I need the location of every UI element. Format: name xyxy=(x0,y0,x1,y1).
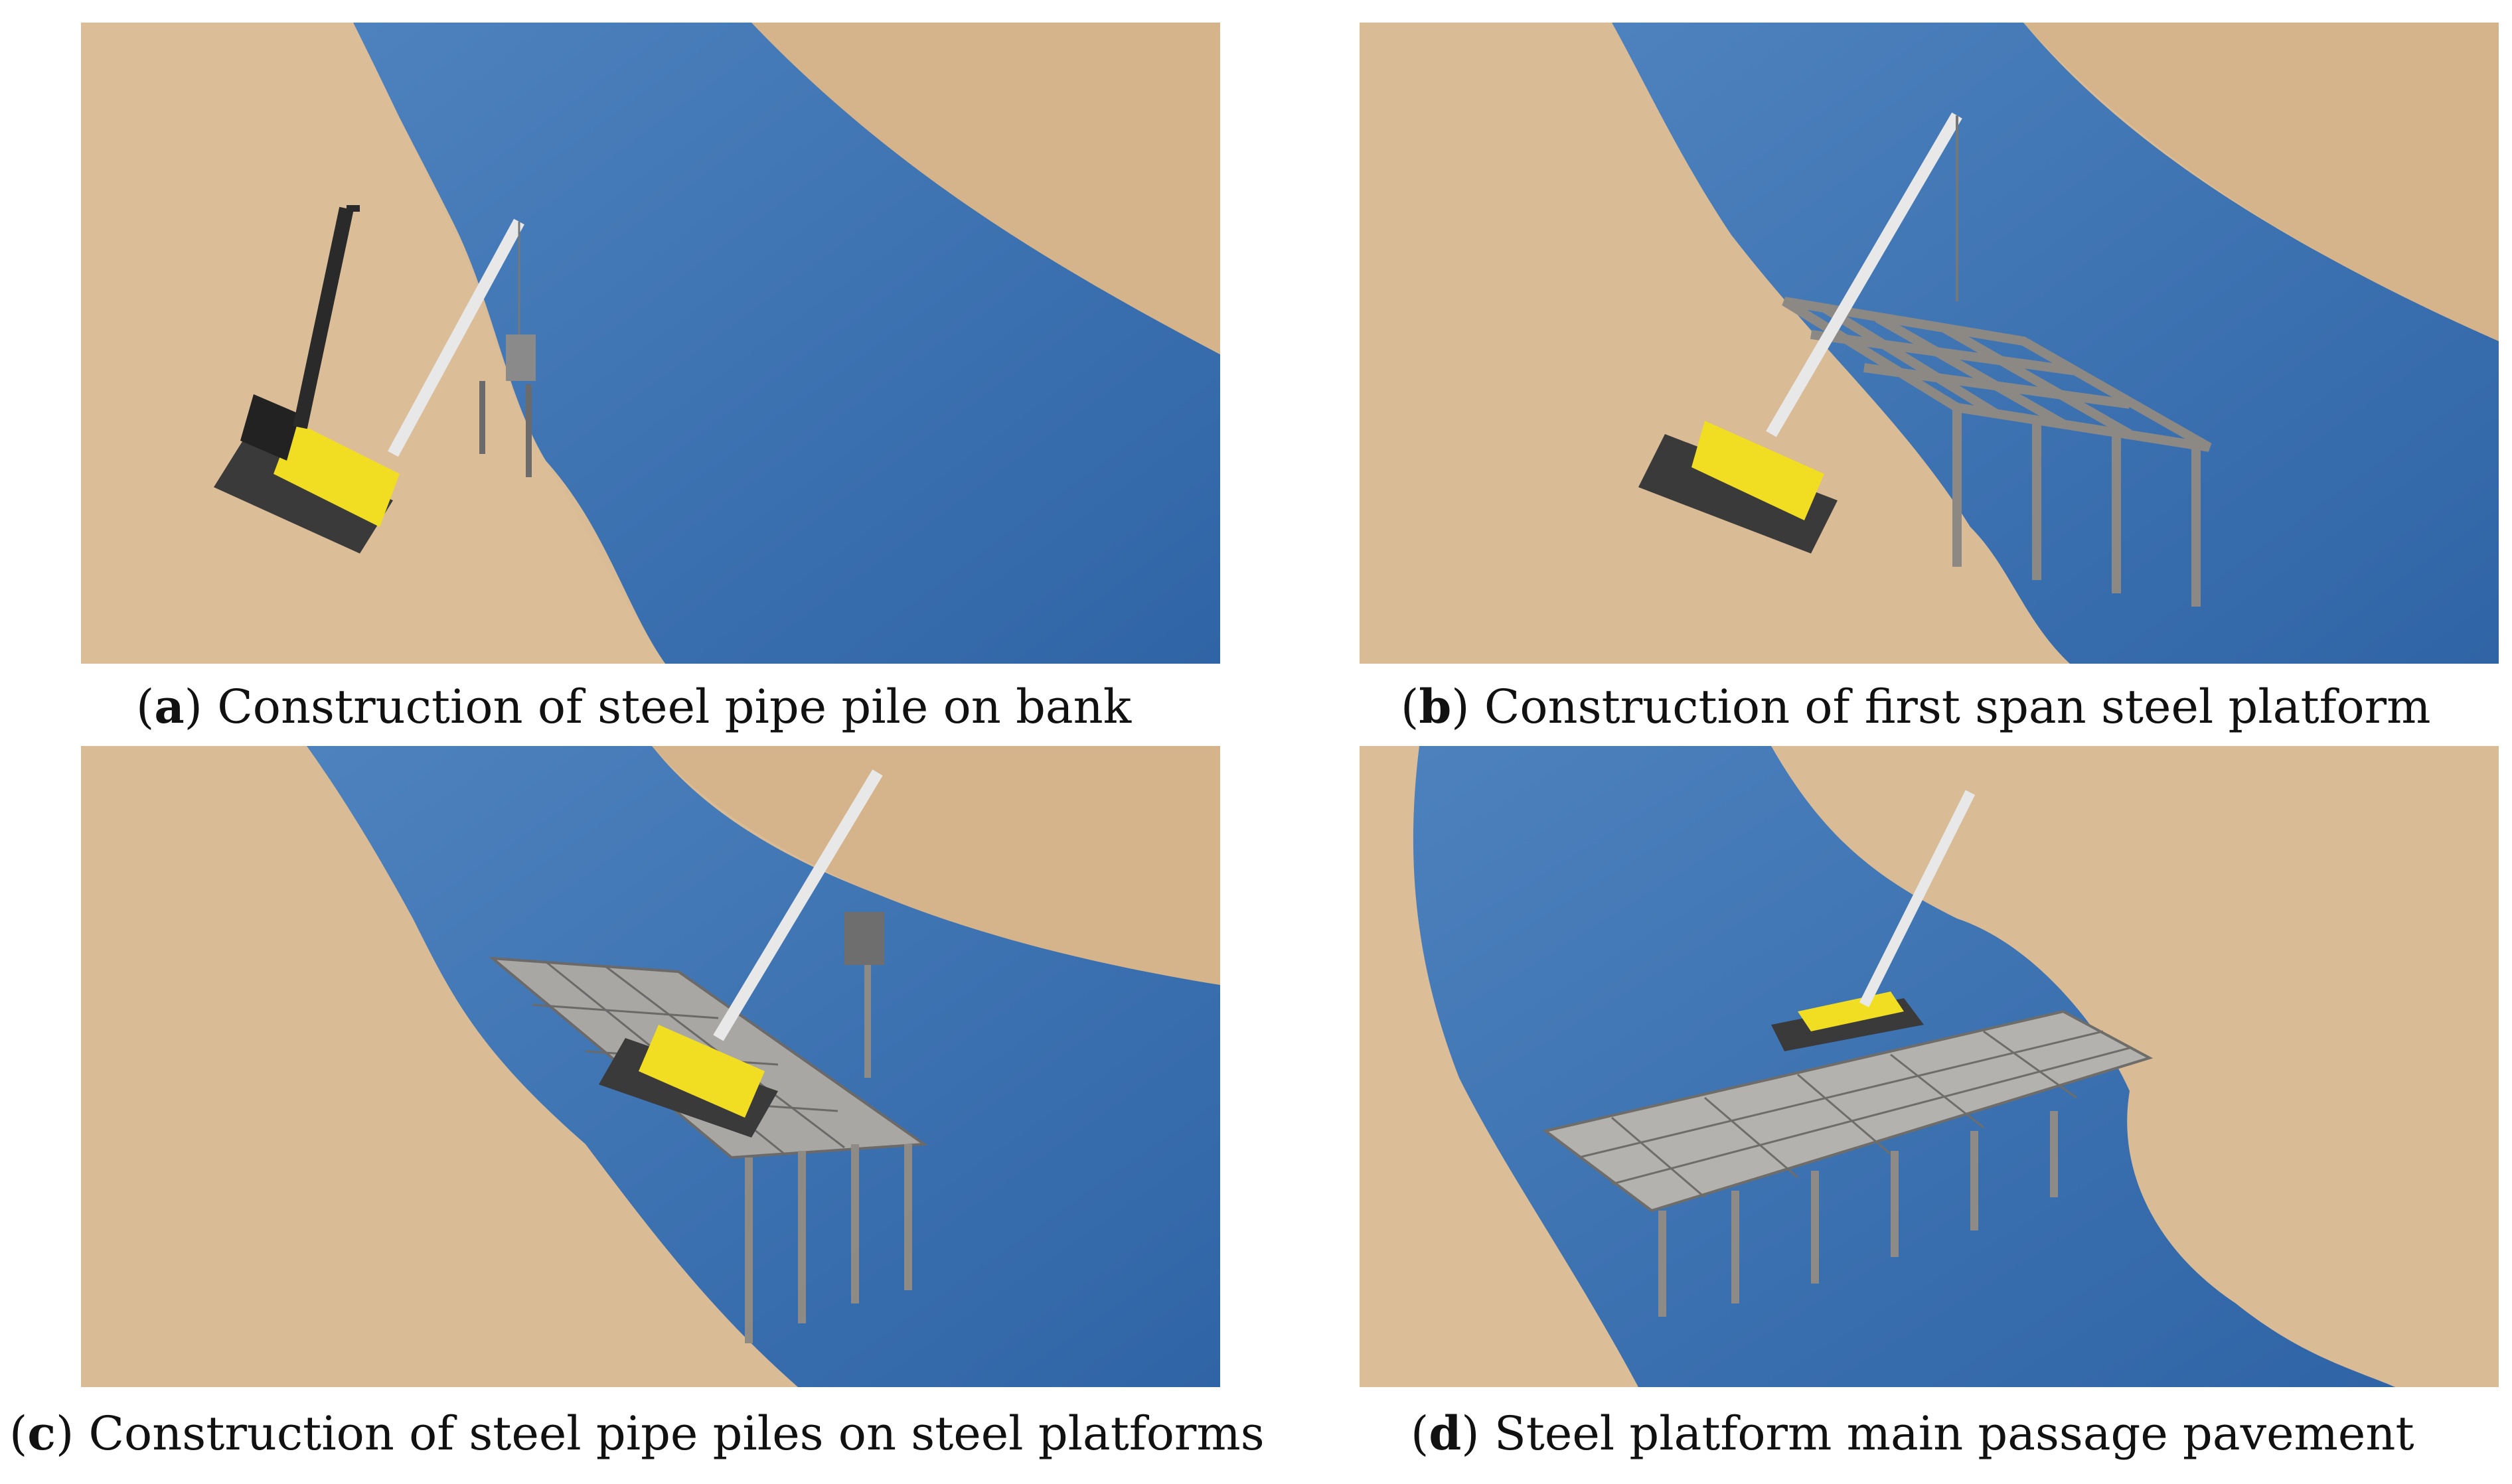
caption-letter-b: b xyxy=(1419,679,1452,734)
steel-platform-deck xyxy=(1542,1009,2154,1213)
caption-text-c: Construction of steel pipe piles on stee… xyxy=(88,1406,1265,1461)
panel-d-render xyxy=(1360,746,2499,1387)
scene-first-span-platform xyxy=(1360,23,2499,664)
scene-main-passage-pavement xyxy=(1360,746,2499,1387)
river xyxy=(1612,23,2499,664)
caption-text-a: Construction of steel pipe pile on bank xyxy=(217,680,1132,734)
river xyxy=(353,23,1220,664)
steel-frame-platform xyxy=(1782,297,2212,607)
caption-a: (a) Construction of steel pipe pile on b… xyxy=(136,679,1132,734)
caption-text-b: Construction of first span steel platfor… xyxy=(1484,680,2431,734)
caption-text-d: Steel platform main passage pavement xyxy=(1494,1406,2414,1461)
crawler-crane xyxy=(599,769,884,1138)
caption-letter-c: c xyxy=(27,1406,56,1461)
caption-letter-a: a xyxy=(154,679,185,734)
steel-pipe-piles xyxy=(479,381,532,477)
scene-bank-pile-driving xyxy=(81,23,1220,664)
crawler-crane xyxy=(214,205,536,554)
steel-pipe-piles xyxy=(745,919,912,1343)
crawler-crane xyxy=(1771,790,1976,1051)
caption-d: (d) Steel platform main passage pavement xyxy=(1411,1406,2414,1461)
scene-piles-on-platform xyxy=(81,746,1220,1387)
caption-letter-d: d xyxy=(1429,1406,1462,1461)
crawler-crane xyxy=(1638,112,1962,554)
steel-pipe-piles xyxy=(1658,1111,2058,1317)
panel-b-render xyxy=(1360,23,2499,664)
caption-b: (b) Construction of first span steel pla… xyxy=(1401,679,2431,734)
caption-c: (c) Construction of steel pipe piles on … xyxy=(9,1406,1265,1461)
panel-c-render xyxy=(81,746,1220,1387)
panel-a-render xyxy=(81,23,1220,664)
